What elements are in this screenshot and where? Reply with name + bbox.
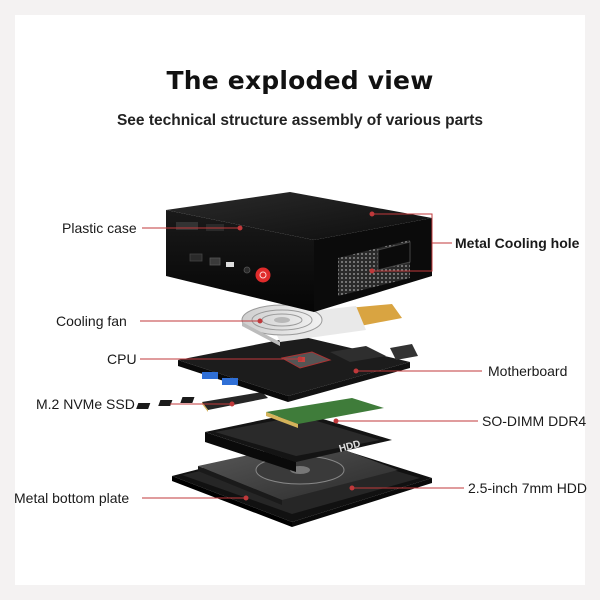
callout-ram: SO-DIMM DDR4 <box>482 413 587 429</box>
callout-ssd: M.2 NVMe SSD <box>36 396 135 412</box>
leader-lines <box>140 211 482 501</box>
hdd-bracket-part: HDD <box>205 412 392 472</box>
hdd-label-text: HDD <box>338 439 362 455</box>
page-subtitle: See technical structure assembly of vari… <box>116 112 484 129</box>
plastic-case-part <box>166 192 432 312</box>
ram-part <box>136 397 384 428</box>
callout-cooling-fan: Cooling fan <box>56 313 127 329</box>
callout-cpu: CPU <box>107 351 137 367</box>
callout-hdd: 2.5-inch 7mm HDD <box>468 480 588 496</box>
page-title: The exploded view <box>166 66 434 95</box>
callout-plastic-case: Plastic case <box>62 220 137 236</box>
callout-motherboard: Motherboard <box>488 363 568 379</box>
cooling-fan-part <box>241 304 402 346</box>
callout-metal-cooling-hole: Metal Cooling hole <box>455 235 580 251</box>
motherboard-part <box>178 336 418 402</box>
callout-bottom-plate: Metal bottom plate <box>14 490 130 506</box>
